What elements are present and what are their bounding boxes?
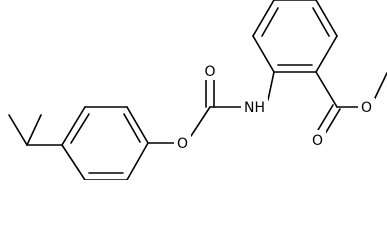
ester-methoxy-oxygen-label: O	[361, 100, 372, 116]
bond-ester-double-a	[317, 104, 334, 131]
isopropyl-group	[8, 114, 63, 146]
ring1-double-1	[70, 113, 90, 144]
chemical-structure-diagram: O O NH O O	[8, 0, 387, 180]
ring1-bond-d	[126, 142, 149, 180]
ring2-double-1	[261, 7, 279, 37]
ring1-bond-f	[61, 144, 86, 180]
carbonyl-oxygen-bg	[202, 62, 219, 80]
ring2-bond-a	[252, 35, 275, 73]
ring2-bond-d	[315, 0, 338, 37]
ester-carbonyl-oxygen-label: O	[312, 133, 323, 149]
bond-ester-double-b	[324, 108, 341, 135]
amide-nitrogen-label: NH	[244, 100, 265, 116]
bond-methyl-top	[26, 114, 42, 146]
bond-nitrogen-ring	[267, 71, 275, 101]
ring1-bond-c	[126, 106, 149, 144]
amide-nitrogen-bg	[241, 98, 268, 117]
bond-ring-ester-carbon	[315, 71, 338, 108]
ring2-bond-e	[315, 35, 338, 73]
benzoate-ring	[252, 0, 338, 73]
ring2-double-2	[312, 7, 330, 37]
ether-oxygen-label: O	[177, 136, 188, 152]
bond-methyl-left	[8, 114, 28, 146]
ester-carbonyl-oxygen-bg	[309, 130, 326, 149]
carbamate-group	[147, 71, 275, 144]
carbonyl-oxygen-label: O	[204, 64, 215, 80]
ring2-bond-b	[252, 0, 275, 37]
ring1-bond-a	[61, 106, 86, 146]
ester-methoxy-oxygen-bg	[358, 98, 375, 117]
bond-oxygen-methyl	[373, 72, 387, 101]
phenyl-ring	[61, 106, 149, 180]
methyl-ester-group	[315, 71, 387, 135]
ring1-double-2	[123, 113, 141, 143]
bond-ether-oxygen-carbonyl	[190, 106, 211, 137]
ether-oxygen-bg	[174, 133, 191, 152]
